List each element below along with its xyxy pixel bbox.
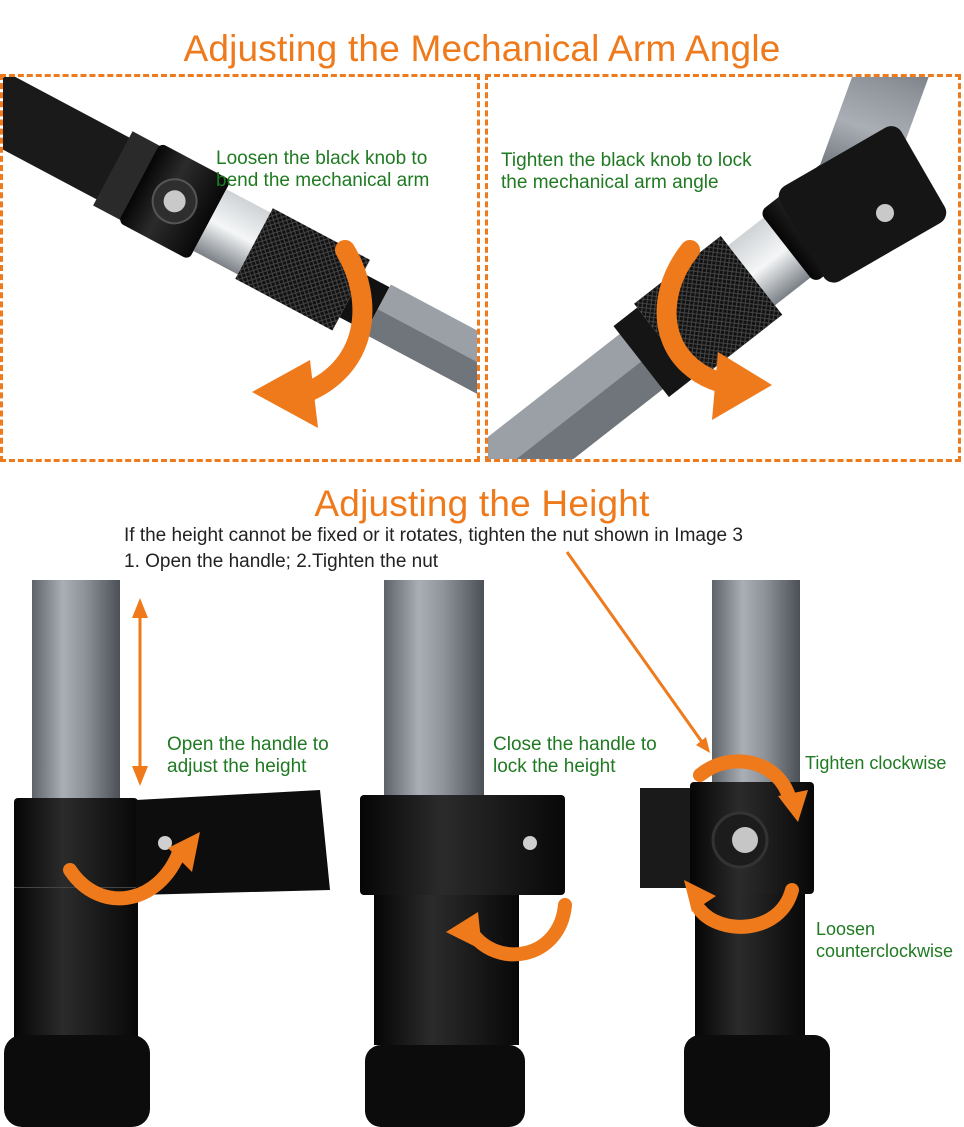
rotate-arrow-head xyxy=(252,360,318,428)
pointer-arrow-icon xyxy=(565,551,710,753)
caption-line: lock the height xyxy=(493,756,616,777)
height-title: Adjusting the Height xyxy=(314,483,650,524)
rotate-arrow-head xyxy=(712,352,772,420)
height-close-photo xyxy=(360,580,572,1127)
caption-line: the mechanical arm angle xyxy=(501,172,719,193)
caption-line: bend the mechanical arm xyxy=(216,170,430,191)
arm-tighten-frame xyxy=(485,74,961,462)
caption-line: Tighten the black knob to lock xyxy=(501,150,752,171)
height-note: If the height cannot be fixed or it rota… xyxy=(124,525,743,546)
rotate-arrow-icon xyxy=(656,240,740,395)
arm-loosen-caption: Loosen the black knob to bend the mechan… xyxy=(216,148,429,192)
height-open-photo xyxy=(4,580,330,1127)
arm-tighten-photo xyxy=(488,77,947,459)
tighten-label: Tighten clockwise xyxy=(805,753,947,773)
rotate-arrow-icon xyxy=(693,883,799,934)
rotate-arrow-icon xyxy=(290,240,373,405)
rotate-arrow-icon xyxy=(63,843,187,906)
caption-line: counterclockwise xyxy=(816,941,954,961)
height-steps: 1. Open the handle; 2.Tighten the nut xyxy=(124,551,439,572)
arm-angle-title: Adjusting the Mechanical Arm Angle xyxy=(183,28,781,69)
caption-line: Loosen xyxy=(816,919,876,939)
double-arrow-icon xyxy=(132,598,148,786)
open-handle-caption: Open the handle to adjust the height xyxy=(167,734,329,778)
caption-line: Loosen the black knob to xyxy=(216,148,428,169)
rotate-arrow-icon xyxy=(693,754,797,807)
caption-line: adjust the height xyxy=(167,756,307,777)
height-nut-photo xyxy=(640,580,830,1127)
loosen-label: Loosen counterclockwise xyxy=(816,918,953,962)
caption-line: Close the handle to xyxy=(493,734,657,755)
caption-line: Open the handle to xyxy=(167,734,329,755)
arm-tighten-caption: Tighten the black knob to lock the mecha… xyxy=(501,150,752,194)
close-handle-caption: Close the handle to lock the height xyxy=(493,734,657,778)
arm-loosen-frame xyxy=(0,74,480,462)
arm-loosen-photo xyxy=(3,77,477,428)
